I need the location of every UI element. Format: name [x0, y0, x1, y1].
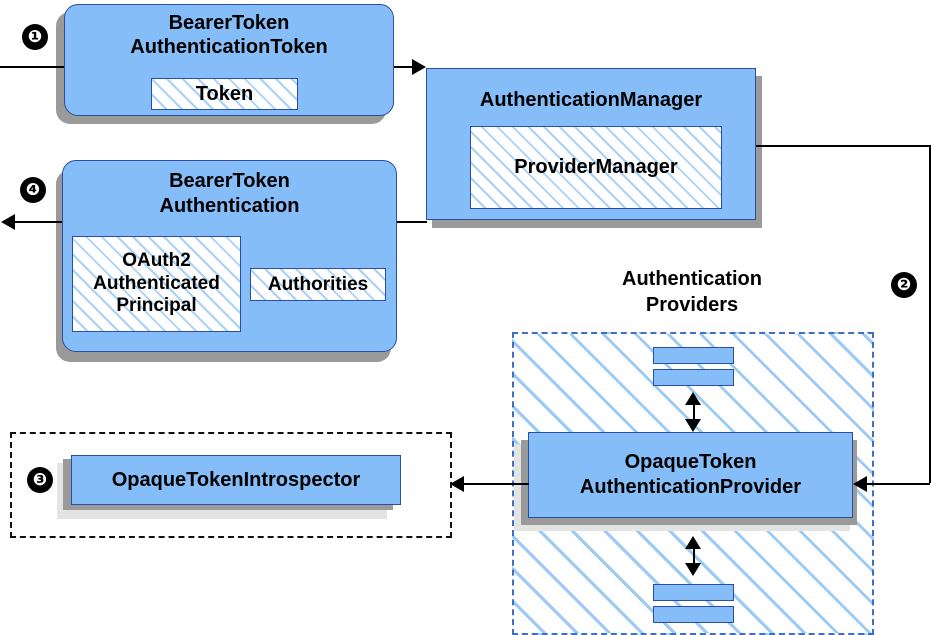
provider-list-top-bar-2 — [653, 369, 734, 386]
provider-top-arrow-down — [685, 419, 701, 432]
opaque-token-authentication-provider-line1: OpaqueToken — [624, 451, 757, 473]
provider-list-bottom-bar-1 — [653, 584, 734, 601]
oauth2-authenticated-principal-line2: Authenticated — [93, 272, 220, 294]
badge-step-3: ❸ — [27, 467, 53, 493]
authentication-providers-heading-line1: Authentication — [622, 268, 762, 290]
provider-bottom-connector-line — [693, 540, 695, 572]
connector-token-to-manager-arrow — [412, 59, 426, 75]
provider-list-bottom-bar-2 — [653, 606, 734, 623]
bearer-token-authentication-token-label-line2: AuthenticationToken — [130, 36, 328, 58]
authentication-manager-label: AuthenticationManager — [479, 89, 703, 111]
authorities-label: Authorities — [267, 273, 369, 295]
connector-manager-to-provider-top — [756, 145, 930, 147]
connector-provider-to-introspector — [463, 483, 529, 485]
provider-top-arrow-up — [685, 392, 701, 405]
connector-authentication-out-arrow — [1, 214, 15, 230]
connector-token-to-manager — [394, 66, 422, 68]
connector-request-in — [0, 66, 64, 68]
authentication-providers-heading-line2: Providers — [645, 294, 739, 316]
opaque-token-authentication-provider-line2: AuthenticationProvider — [579, 476, 802, 498]
provider-list-top-bar-1 — [653, 347, 734, 364]
bearer-token-authentication-label-line1: BearerToken — [169, 170, 290, 192]
connector-manager-to-provider-bottom — [866, 483, 930, 485]
connector-manager-to-provider-arrow — [853, 476, 867, 492]
connector-provider-to-introspector-arrow — [450, 476, 464, 492]
opaque-token-authentication-provider-box[interactable]: OpaqueToken AuthenticationProvider — [528, 432, 853, 518]
provider-manager-inner-box[interactable]: ProviderManager — [470, 126, 722, 209]
provider-bottom-arrow-up — [685, 536, 701, 549]
badge-step-4: ❹ — [20, 177, 46, 203]
bearer-token-authentication-token-box[interactable]: BearerToken AuthenticationToken — [64, 4, 394, 116]
badge-step-2: ❷ — [891, 272, 917, 298]
oauth2-authenticated-principal-line1: OAuth2 — [122, 250, 191, 272]
opaque-token-introspector-box[interactable]: OpaqueTokenIntrospector — [71, 455, 401, 505]
connector-manager-to-authentication — [397, 221, 427, 223]
bearer-token-authentication-label-line2: Authentication — [159, 195, 300, 217]
provider-bottom-arrow-down — [685, 563, 701, 576]
authorities-box[interactable]: Authorities — [250, 268, 386, 301]
token-inner-box[interactable]: Token — [151, 78, 298, 110]
token-inner-label: Token — [195, 82, 254, 105]
connector-manager-to-provider-right — [929, 145, 931, 483]
badge-step-1: ❶ — [22, 24, 48, 50]
provider-manager-label: ProviderManager — [514, 156, 678, 178]
bearer-token-authentication-token-label-line1: BearerToken — [168, 12, 290, 34]
connector-authentication-out — [14, 221, 62, 223]
oauth2-authenticated-principal-box[interactable]: OAuth2 Authenticated Principal — [72, 236, 241, 332]
oauth2-authenticated-principal-line3: Principal — [116, 295, 197, 317]
provider-top-connector-line — [693, 396, 695, 428]
opaque-token-introspector-label: OpaqueTokenIntrospector — [111, 468, 361, 491]
